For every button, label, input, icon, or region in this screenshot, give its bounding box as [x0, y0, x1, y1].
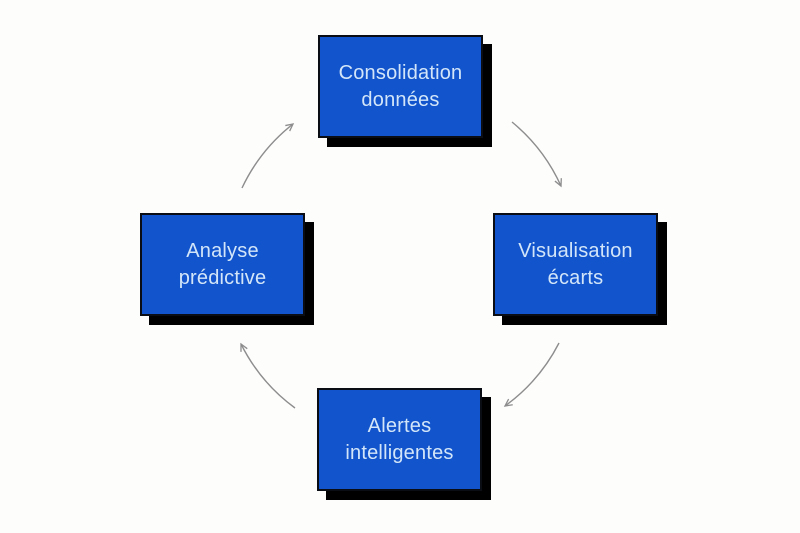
node-alertes-intelligentes: Alertes intelligentes [317, 388, 482, 491]
node-label-line: Analyse [186, 239, 259, 262]
node-analyse-predictive: Analyse prédictive [140, 213, 305, 316]
arrow-right-to-bottom [503, 342, 560, 407]
arrow-top-to-right [511, 121, 562, 188]
arrow-bottom-to-left [240, 342, 296, 409]
node-label-line: données [361, 88, 440, 111]
node-visualisation-ecarts: Visualisation écarts [493, 213, 658, 316]
node-label-line: Alertes [367, 414, 432, 437]
node-label-line: Consolidation [338, 61, 463, 84]
node-label-line: intelligentes [345, 441, 454, 464]
arrow-left-to-top [241, 123, 295, 189]
node-label-line: écarts [547, 266, 604, 289]
node-label-line: Visualisation [518, 239, 633, 262]
node-label-line: prédictive [178, 266, 267, 289]
node-consolidation-donnees: Consolidation données [318, 35, 483, 138]
